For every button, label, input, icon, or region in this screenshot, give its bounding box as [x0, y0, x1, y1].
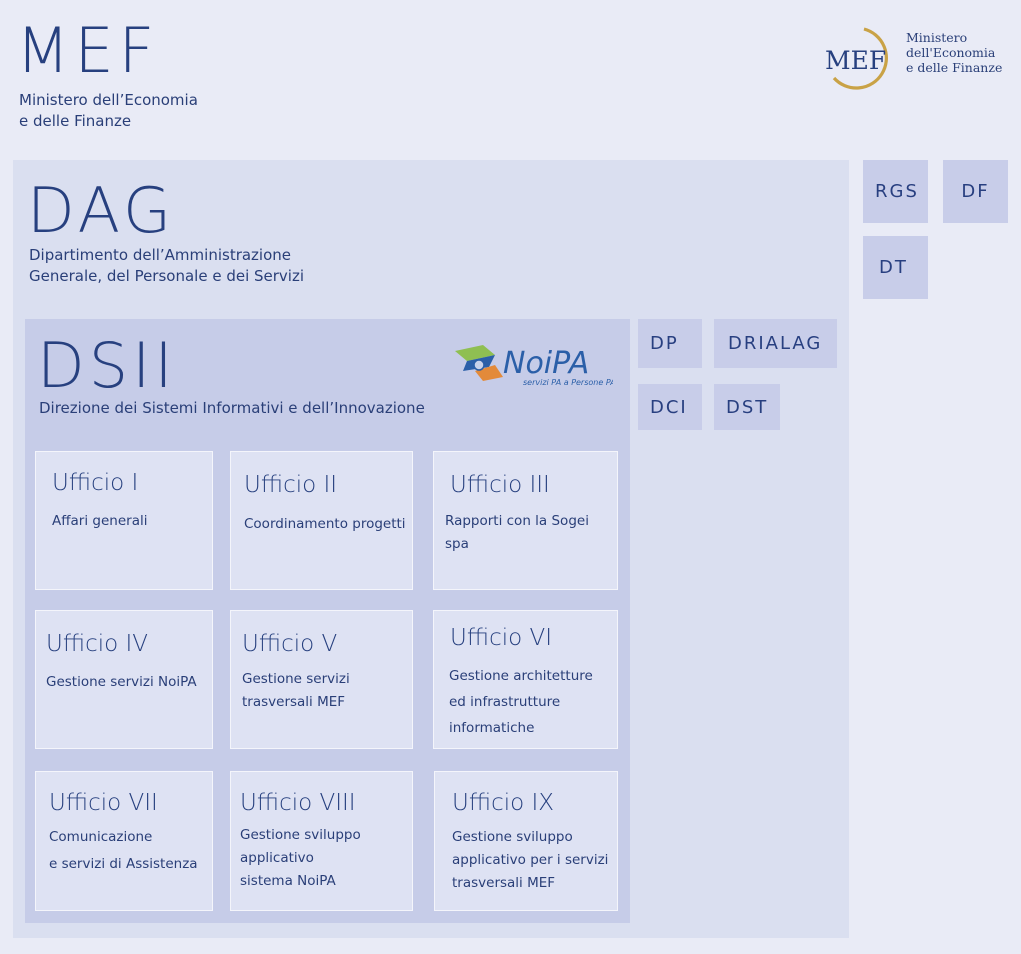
- ufficio-9-desc-line3: trasversali MEF: [452, 875, 556, 891]
- ufficio-6-desc-line2: ed infrastrutture: [449, 694, 561, 710]
- ufficio-8: Ufficio VIII Gestione sviluppo applicati…: [230, 771, 413, 911]
- mef-title: MEF: [16, 14, 160, 87]
- dept-dci: DCI: [638, 384, 702, 430]
- mef-logo-mark-text: MEF: [825, 46, 886, 75]
- dag-subtitle-line2: Generale, del Personale e dei Servizi: [29, 267, 305, 285]
- ufficio-3: Ufficio III Rapporti con la Sogei spa: [433, 451, 618, 590]
- noipa-logo-tagline: servizi PA a Persone PA: [523, 378, 613, 387]
- ufficio-8-desc: Gestione sviluppo applicativo sistema No…: [240, 824, 361, 893]
- ufficio-4-desc: Gestione servizi NoiPA: [46, 671, 197, 694]
- ufficio-4-title: Ufficio IV: [46, 631, 149, 657]
- dept-dp: DP: [638, 319, 702, 368]
- ufficio-7-desc-line1: Comunicazione: [49, 829, 153, 845]
- mef-logo-line1: Ministero: [906, 30, 968, 45]
- ufficio-2: Ufficio II Coordinamento progetti: [230, 451, 413, 590]
- ufficio-9-desc-line1: Gestione sviluppo: [452, 829, 573, 845]
- ufficio-7-desc-line2: e servizi di Assistenza: [49, 856, 198, 872]
- noipa-logo-text: NoiPA: [503, 346, 589, 381]
- dsii-panel: DSII Direzione dei Sistemi Informativi e…: [25, 319, 630, 923]
- ufficio-6-desc-line1: Gestione architetture: [449, 668, 593, 684]
- ufficio-3-title: Ufficio III: [450, 472, 550, 498]
- ufficio-5-desc: Gestione servizi trasversali MEF: [242, 668, 350, 714]
- ufficio-5-desc-line2: trasversali MEF: [242, 694, 346, 710]
- dept-df: DF: [943, 160, 1008, 223]
- ufficio-2-title: Ufficio II: [244, 472, 338, 498]
- ufficio-9-title: Ufficio IX: [452, 790, 555, 816]
- ufficio-6-desc: Gestione architetture ed infrastrutture …: [449, 663, 593, 741]
- mef-logo: MEF Ministero dell'Economia e delle Fina…: [824, 26, 1014, 90]
- ufficio-3-desc-line: Rapporti con la Sogei spa: [445, 513, 589, 552]
- ufficio-2-desc-line: Coordinamento progetti: [244, 516, 406, 532]
- ufficio-3-desc: Rapporti con la Sogei spa: [445, 510, 617, 556]
- ufficio-2-desc: Coordinamento progetti: [244, 513, 406, 536]
- ufficio-7: Ufficio VII Comunicazione e servizi di A…: [35, 771, 213, 911]
- ufficio-5-desc-line1: Gestione servizi: [242, 671, 350, 687]
- mef-logo-line2: dell'Economia: [906, 45, 996, 60]
- ufficio-5: Ufficio V Gestione servizi trasversali M…: [230, 610, 413, 749]
- dag-subtitle-line1: Dipartimento dell’Amministrazione: [29, 246, 292, 264]
- ufficio-4-desc-line: Gestione servizi NoiPA: [46, 674, 197, 690]
- ufficio-7-title: Ufficio VII: [49, 790, 158, 816]
- mef-logo-mark: MEF: [825, 27, 888, 90]
- mef-subtitle-line1: Ministero dell’Economia: [19, 91, 198, 109]
- noipa-logo: NoiPA servizi PA a Persone PA: [455, 345, 613, 387]
- dsii-subtitle: Direzione dei Sistemi Informativi e dell…: [39, 399, 425, 417]
- dsii-title: DSII: [37, 329, 177, 402]
- dept-dt: DT: [863, 236, 928, 299]
- mef-subtitle-line2: e delle Finanze: [19, 112, 132, 130]
- mef-logo-text: Ministero dell'Economia e delle Finanze: [906, 30, 1016, 75]
- ufficio-6: Ufficio VI Gestione architetture ed infr…: [433, 610, 618, 749]
- ufficio-6-desc-line3: informatiche: [449, 720, 535, 736]
- ufficio-9: Ufficio IX Gestione sviluppo applicativo…: [434, 771, 618, 911]
- ufficio-1-desc-line: Affari generali: [52, 513, 148, 529]
- ufficio-5-title: Ufficio V: [242, 631, 338, 657]
- ufficio-1-desc: Affari generali: [52, 510, 147, 533]
- ufficio-6-title: Ufficio VI: [450, 625, 553, 651]
- ufficio-9-desc: Gestione sviluppo applicativo per i serv…: [452, 826, 608, 895]
- dag-subtitle: Dipartimento dell’Amministrazione Genera…: [29, 245, 359, 287]
- dag-title: DAG: [27, 174, 176, 247]
- ufficio-1-title: Ufficio I: [52, 470, 139, 496]
- ufficio-9-desc-line2: applicativo per i servizi: [452, 852, 609, 868]
- dept-rgs: RGS: [863, 160, 928, 223]
- ufficio-8-desc-line2: applicativo: [240, 850, 314, 866]
- ufficio-4: Ufficio IV Gestione servizi NoiPA: [35, 610, 213, 749]
- mef-logo-line3: e delle Finanze: [906, 60, 1003, 75]
- ufficio-7-desc: Comunicazione e servizi di Assistenza: [49, 824, 198, 878]
- ufficio-8-desc-line1: Gestione sviluppo: [240, 827, 361, 843]
- dept-drialag: DRIALAG: [714, 319, 837, 368]
- ufficio-8-title: Ufficio VIII: [240, 790, 356, 816]
- mef-subtitle: Ministero dell’Economia e delle Finanze: [19, 90, 279, 132]
- ufficio-1: Ufficio I Affari generali: [35, 451, 213, 590]
- dept-dst: DST: [714, 384, 780, 430]
- ufficio-8-desc-line3: sistema NoiPA: [240, 873, 336, 889]
